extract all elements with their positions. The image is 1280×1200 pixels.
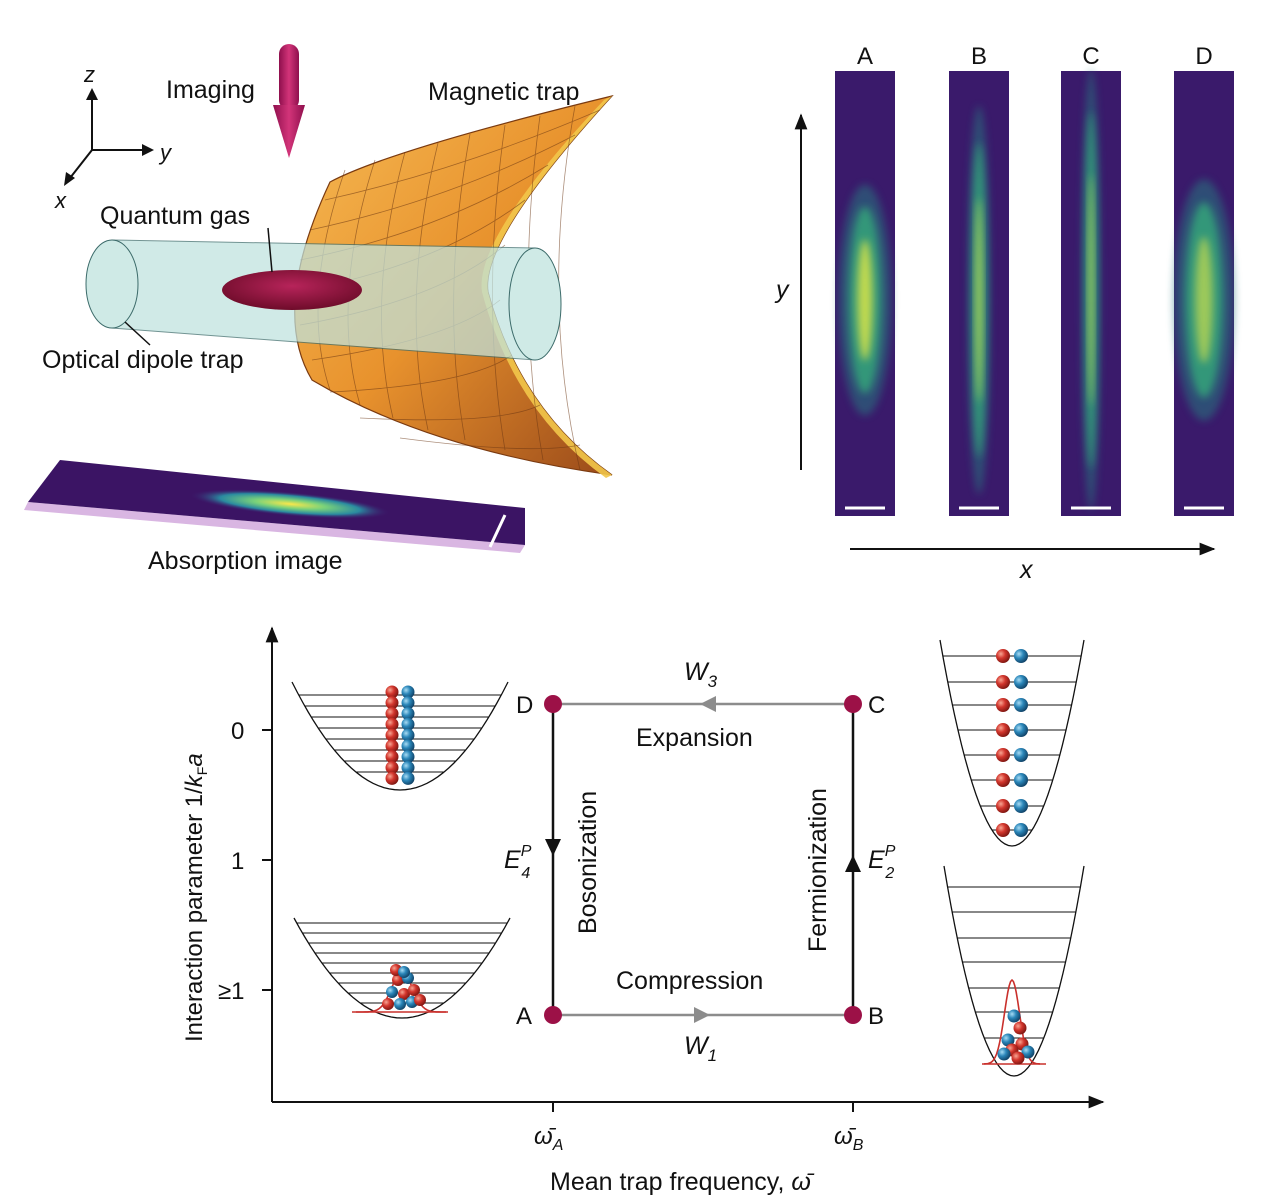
compression-label: Compression [616,967,763,995]
strip-label-d: D [1195,43,1212,70]
absorption-image [24,460,525,553]
quantum-gas-pointer [267,227,273,273]
cycle-path [544,695,862,1024]
corner-c-label: C [868,692,885,719]
strip-label-c: C [1082,43,1099,70]
strip-label-a: A [857,43,873,70]
magnetic-trap-label: Magnetic trap [428,78,579,106]
panel-a: z y x Imaging [24,44,614,575]
imaging-label: Imaging [166,76,255,104]
x-tick-omega-a: ω̄A [534,1123,563,1154]
axis-y-label: y [158,140,173,165]
x-tick-omega-b: ω̄B [834,1123,864,1154]
cycle-y-axis-label: Interaction parameter 1/kFa [181,753,210,1042]
strip-x-axis-label: x [1019,556,1034,584]
corner-a-label: A [516,1003,532,1030]
optical-dipole-trap-label: Optical dipole trap [42,346,244,374]
absorption-image-label: Absorption image [148,547,343,575]
corner-b-label: B [868,1003,884,1030]
well-a-illustration [293,917,511,1019]
y-tick-ge1: ≥1 [218,978,245,1005]
axis-triad [64,88,154,186]
imaging-arrow [273,44,305,158]
image-strip-d: D [1173,43,1235,516]
y-tick-1: 1 [231,848,244,875]
quantum-gas-label: Quantum gas [100,202,250,230]
expansion-label: Expansion [636,724,753,752]
well-b-illustration [943,865,1085,1077]
strip-label-b: B [971,43,987,70]
axis-z-label: z [83,62,95,87]
cycle-x-axis-label: Mean trap frequency, ω̄ [550,1168,815,1196]
strip-y-axis-label: y [774,276,790,304]
image-strip-b: B [949,43,1009,516]
fermionization-label: Fermionization [804,788,832,952]
corner-d-label: D [516,692,533,719]
panel-c: Interaction parameter 1/kFa 0 1 ≥1 ω̄A ω… [181,626,1105,1196]
image-strip-c: C [1061,43,1121,516]
bosonization-label: Bosonization [574,791,602,934]
well-c-illustration [939,639,1085,847]
y-tick-0: 0 [231,718,244,745]
quantum-gas-cloud [222,270,362,310]
work-w3-label: W3 [684,658,718,691]
dipole-trap-pointer [124,321,151,346]
work-w1-label: W1 [684,1032,717,1065]
image-strip-a: A [835,43,895,516]
well-d-illustration [291,681,509,791]
panel-b: y x A B C D [774,43,1235,584]
axis-x-label: x [54,188,67,213]
image-strips: A B C D [835,43,1235,516]
